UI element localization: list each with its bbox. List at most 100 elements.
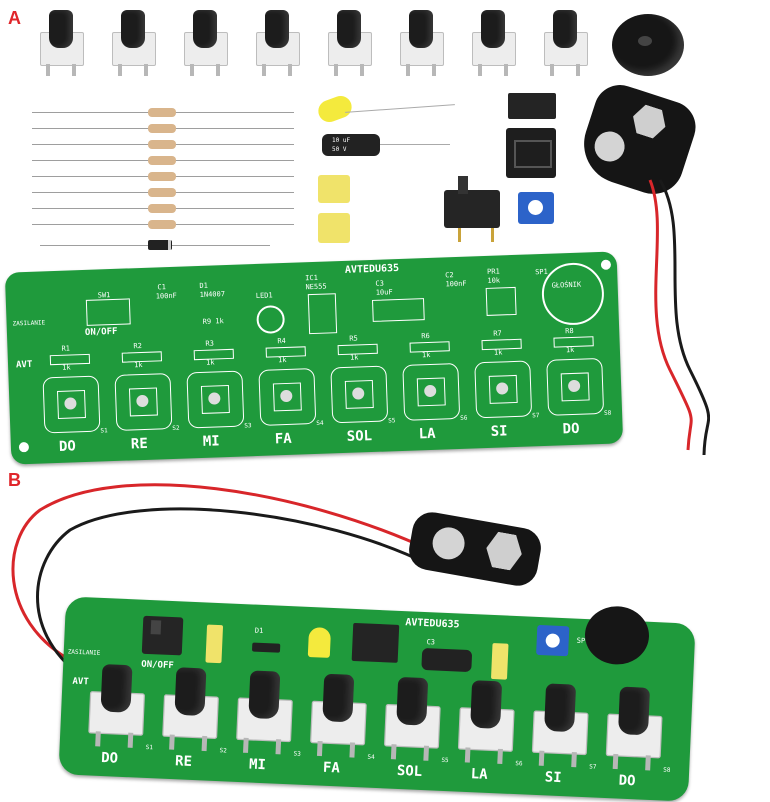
panel-label-b: B	[8, 470, 21, 490]
resistor-outline	[409, 341, 450, 353]
buzzer	[612, 14, 690, 80]
pushbutton-leg	[243, 737, 249, 753]
pushbutton-leg	[504, 64, 508, 76]
pushbutton-leg	[645, 755, 651, 771]
resistor-label: R8	[565, 326, 574, 336]
mounted-trimmer	[536, 624, 570, 657]
film-capacitor-1	[318, 175, 350, 203]
pushbutton-leg	[275, 739, 282, 755]
resistor-label: R7	[493, 329, 502, 338]
loose-resistor	[32, 124, 294, 133]
c3-outline	[372, 298, 425, 322]
note-label: FA	[322, 759, 341, 777]
board-a-zasilanie: ZASILANIE	[12, 319, 46, 328]
pushbutton-cap	[121, 10, 145, 48]
switch-label: S4	[367, 753, 375, 761]
pushbutton	[184, 10, 228, 76]
resistor-body	[148, 124, 176, 133]
pushbutton-leg	[423, 745, 430, 761]
pushbutton	[531, 683, 590, 768]
note-label: DO	[618, 772, 636, 790]
pcb-board-b: AVTEDU635 ZASILANIE ON/OFF D1 C3 SP1 AVT…	[58, 596, 696, 802]
note-label: SOL	[396, 762, 423, 781]
board-a-c3: C3	[375, 279, 385, 288]
board-a-pr1: PR1	[486, 267, 500, 276]
pushbutton-cap	[248, 670, 281, 720]
mounted-film-cap	[205, 624, 224, 664]
pushbutton	[40, 10, 84, 76]
pr1-outline	[485, 286, 517, 316]
note-label: LA	[470, 766, 489, 783]
mounted-ne555	[351, 622, 400, 663]
pushbutton-leg	[497, 748, 503, 765]
board-a-c3-val: 10uF	[375, 288, 393, 297]
pushbutton-leg	[406, 64, 410, 76]
pushbutton	[162, 667, 221, 752]
resistor-outline	[553, 336, 594, 348]
board-a-resistor-row	[5, 251, 617, 272]
switch-label: S2	[219, 747, 227, 755]
note-label: RE	[174, 753, 193, 770]
battery-wires-a	[648, 179, 710, 456]
diode	[40, 240, 270, 250]
note-label: SI	[544, 769, 562, 787]
resistor-label: R1	[61, 344, 71, 353]
note-label: DO	[100, 750, 119, 767]
switch-label: S7	[589, 763, 597, 771]
board-b-title: AVTEDU635	[405, 617, 460, 631]
note-label: DO	[562, 420, 580, 438]
resistor-label: R2	[133, 342, 143, 351]
pushbutton-cap	[193, 10, 217, 48]
note-label: DO	[58, 438, 77, 455]
mounted-led	[307, 626, 332, 658]
pushbutton-leg	[288, 64, 292, 76]
pushbutton-leg	[216, 64, 220, 76]
pushbutton-cap	[337, 10, 361, 48]
switch-label: S5	[388, 417, 396, 425]
mount-hole	[600, 259, 612, 270]
loose-resistor	[32, 220, 294, 229]
pushbutton	[544, 10, 588, 76]
pcb-board-a: AVTEDU635 SW1 ON/OFF ZASILANIE C1 100nF …	[4, 251, 624, 465]
note-label: FA	[274, 430, 292, 448]
film-capacitor-2	[318, 213, 350, 243]
pushbutton-cap	[409, 10, 433, 48]
resistor-label: R3	[205, 339, 215, 348]
ic-socket	[506, 128, 556, 178]
board-a-ic1-val: NE555	[305, 282, 327, 292]
pushbutton	[236, 670, 295, 755]
pushbutton-cap	[396, 676, 429, 726]
switch-label: S2	[172, 424, 180, 432]
board-a-onoff: ON/OFF	[84, 326, 118, 338]
switch-label: S3	[293, 750, 301, 758]
pushbutton-leg	[571, 752, 577, 768]
board-b-c3: C3	[426, 638, 436, 647]
board-a-led1: LED1	[255, 291, 273, 300]
trimmer-potentiometer	[518, 192, 554, 224]
pushbutton-leg	[316, 740, 323, 757]
board-a-pr1-val: 10k	[487, 276, 501, 285]
switch-label: S7	[532, 412, 540, 420]
pushbutton	[309, 673, 368, 758]
switch-label: S3	[244, 422, 252, 430]
resistor-body	[148, 220, 176, 229]
board-a-c1-val: 100nF	[155, 291, 177, 301]
pushbutton-leg	[550, 64, 554, 76]
switch-legs	[458, 228, 494, 242]
note-label: SI	[490, 423, 508, 440]
pushbutton	[472, 10, 516, 76]
pushbutton-cap	[470, 680, 503, 729]
resistor-label: R4	[277, 336, 286, 346]
loose-resistor	[32, 156, 294, 165]
ne555-chip	[508, 93, 556, 119]
pushbutton	[256, 10, 300, 76]
board-a-glosnik: GŁOŚNIK	[551, 280, 582, 290]
resistor-outline	[337, 343, 378, 356]
resistor-body	[148, 172, 176, 181]
pushbutton-base	[328, 32, 372, 66]
loose-resistor	[32, 172, 294, 181]
note-label: MI	[202, 433, 220, 450]
note-label: RE	[130, 435, 149, 453]
mounted-diode	[251, 642, 281, 653]
note-label: MI	[248, 756, 267, 774]
